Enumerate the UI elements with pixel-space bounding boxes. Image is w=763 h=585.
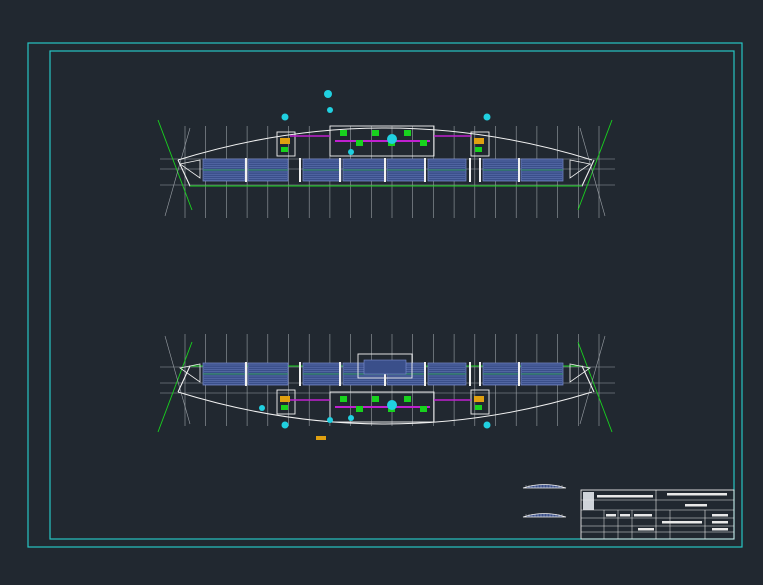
equipment-green xyxy=(475,147,482,152)
arch-outline xyxy=(177,391,593,425)
equipment-green xyxy=(281,147,288,152)
equipment-green xyxy=(420,406,427,412)
radial-line-right xyxy=(579,335,606,425)
column-separator xyxy=(518,362,520,386)
column-separator xyxy=(424,362,426,386)
key-plan-1 xyxy=(522,484,567,489)
end-axis-left xyxy=(157,119,193,211)
fixture-cyan xyxy=(259,405,265,411)
arch-outline xyxy=(177,127,593,161)
equipment-green xyxy=(475,405,482,410)
side-room xyxy=(470,389,490,415)
radial-line-left xyxy=(164,127,191,217)
column-separator xyxy=(479,158,481,182)
radial-line-right xyxy=(579,127,606,217)
title-block-lettering xyxy=(662,521,702,524)
end-stair-left xyxy=(179,363,201,383)
end-axis-right xyxy=(577,341,613,433)
equipment-yellow xyxy=(474,396,484,402)
column-separator xyxy=(518,158,520,182)
side-room xyxy=(276,389,296,415)
inner-sheet-frame xyxy=(49,50,735,540)
side-room xyxy=(470,131,490,157)
title-block-lettering xyxy=(606,514,616,517)
equipment-green xyxy=(404,396,411,402)
radial-line-left xyxy=(164,335,191,425)
title-block-lettering xyxy=(620,514,630,517)
equipment-yellow xyxy=(316,436,326,440)
equipment-green xyxy=(340,130,347,136)
column-separator xyxy=(245,158,247,182)
equipment-green xyxy=(356,406,363,412)
column-separator xyxy=(245,362,247,386)
equipment-green xyxy=(340,396,347,402)
column-separator xyxy=(424,158,426,182)
column-separator xyxy=(339,158,341,182)
fixture-cyan xyxy=(348,149,354,155)
title-block-border xyxy=(580,489,735,540)
equipment-green xyxy=(404,130,411,136)
equipment-yellow xyxy=(280,138,290,144)
end-axis-left xyxy=(157,341,193,433)
column-separator xyxy=(384,158,386,182)
key-plan-2 xyxy=(522,513,567,518)
equipment-green xyxy=(372,396,379,402)
title-block-lettering xyxy=(667,493,727,496)
central-rooms xyxy=(329,125,435,157)
fixture-cyan xyxy=(281,421,289,429)
fixture-cyan xyxy=(387,134,397,144)
lower-floor-plan xyxy=(157,334,615,440)
column-separator xyxy=(479,362,481,386)
title-block-lettering xyxy=(712,521,728,524)
title-block-lettering xyxy=(638,528,654,531)
title-block-logo xyxy=(583,492,594,510)
equipment-green xyxy=(356,140,363,146)
title-block xyxy=(580,489,735,540)
fixture-cyan xyxy=(483,113,491,121)
title-block-lettering xyxy=(712,528,728,531)
equipment-green xyxy=(281,405,288,410)
equipment-yellow xyxy=(474,138,484,144)
column-separator xyxy=(299,362,301,386)
equipment-yellow xyxy=(280,396,290,402)
title-block-lettering xyxy=(597,495,653,498)
fixture-cyan xyxy=(483,421,491,429)
equipment-green xyxy=(372,130,379,136)
fixture-cyan xyxy=(324,90,332,98)
upper-floor-plan xyxy=(157,90,615,218)
column-separator xyxy=(469,362,471,386)
title-block-lettering xyxy=(712,514,728,517)
title-block-lettering xyxy=(634,514,652,517)
column-separator xyxy=(299,158,301,182)
end-stair-right xyxy=(569,363,591,383)
fixture-cyan xyxy=(327,417,333,423)
title-block-lettering xyxy=(685,504,707,507)
equipment-green xyxy=(420,140,427,146)
side-room xyxy=(276,131,296,157)
fixture-cyan xyxy=(348,415,354,421)
end-axis-right xyxy=(577,119,613,211)
column-separator xyxy=(339,362,341,386)
end-stair-left xyxy=(179,159,201,179)
central-rooms xyxy=(329,391,435,423)
end-stair-right xyxy=(569,159,591,179)
fixture-cyan xyxy=(327,107,333,113)
stage-floor xyxy=(363,359,407,375)
central-stage xyxy=(357,353,413,379)
fixture-cyan xyxy=(281,113,289,121)
outer-sheet-frame xyxy=(27,42,743,548)
key-plans xyxy=(522,484,567,518)
column-separator xyxy=(469,158,471,182)
fixture-cyan xyxy=(387,400,397,410)
